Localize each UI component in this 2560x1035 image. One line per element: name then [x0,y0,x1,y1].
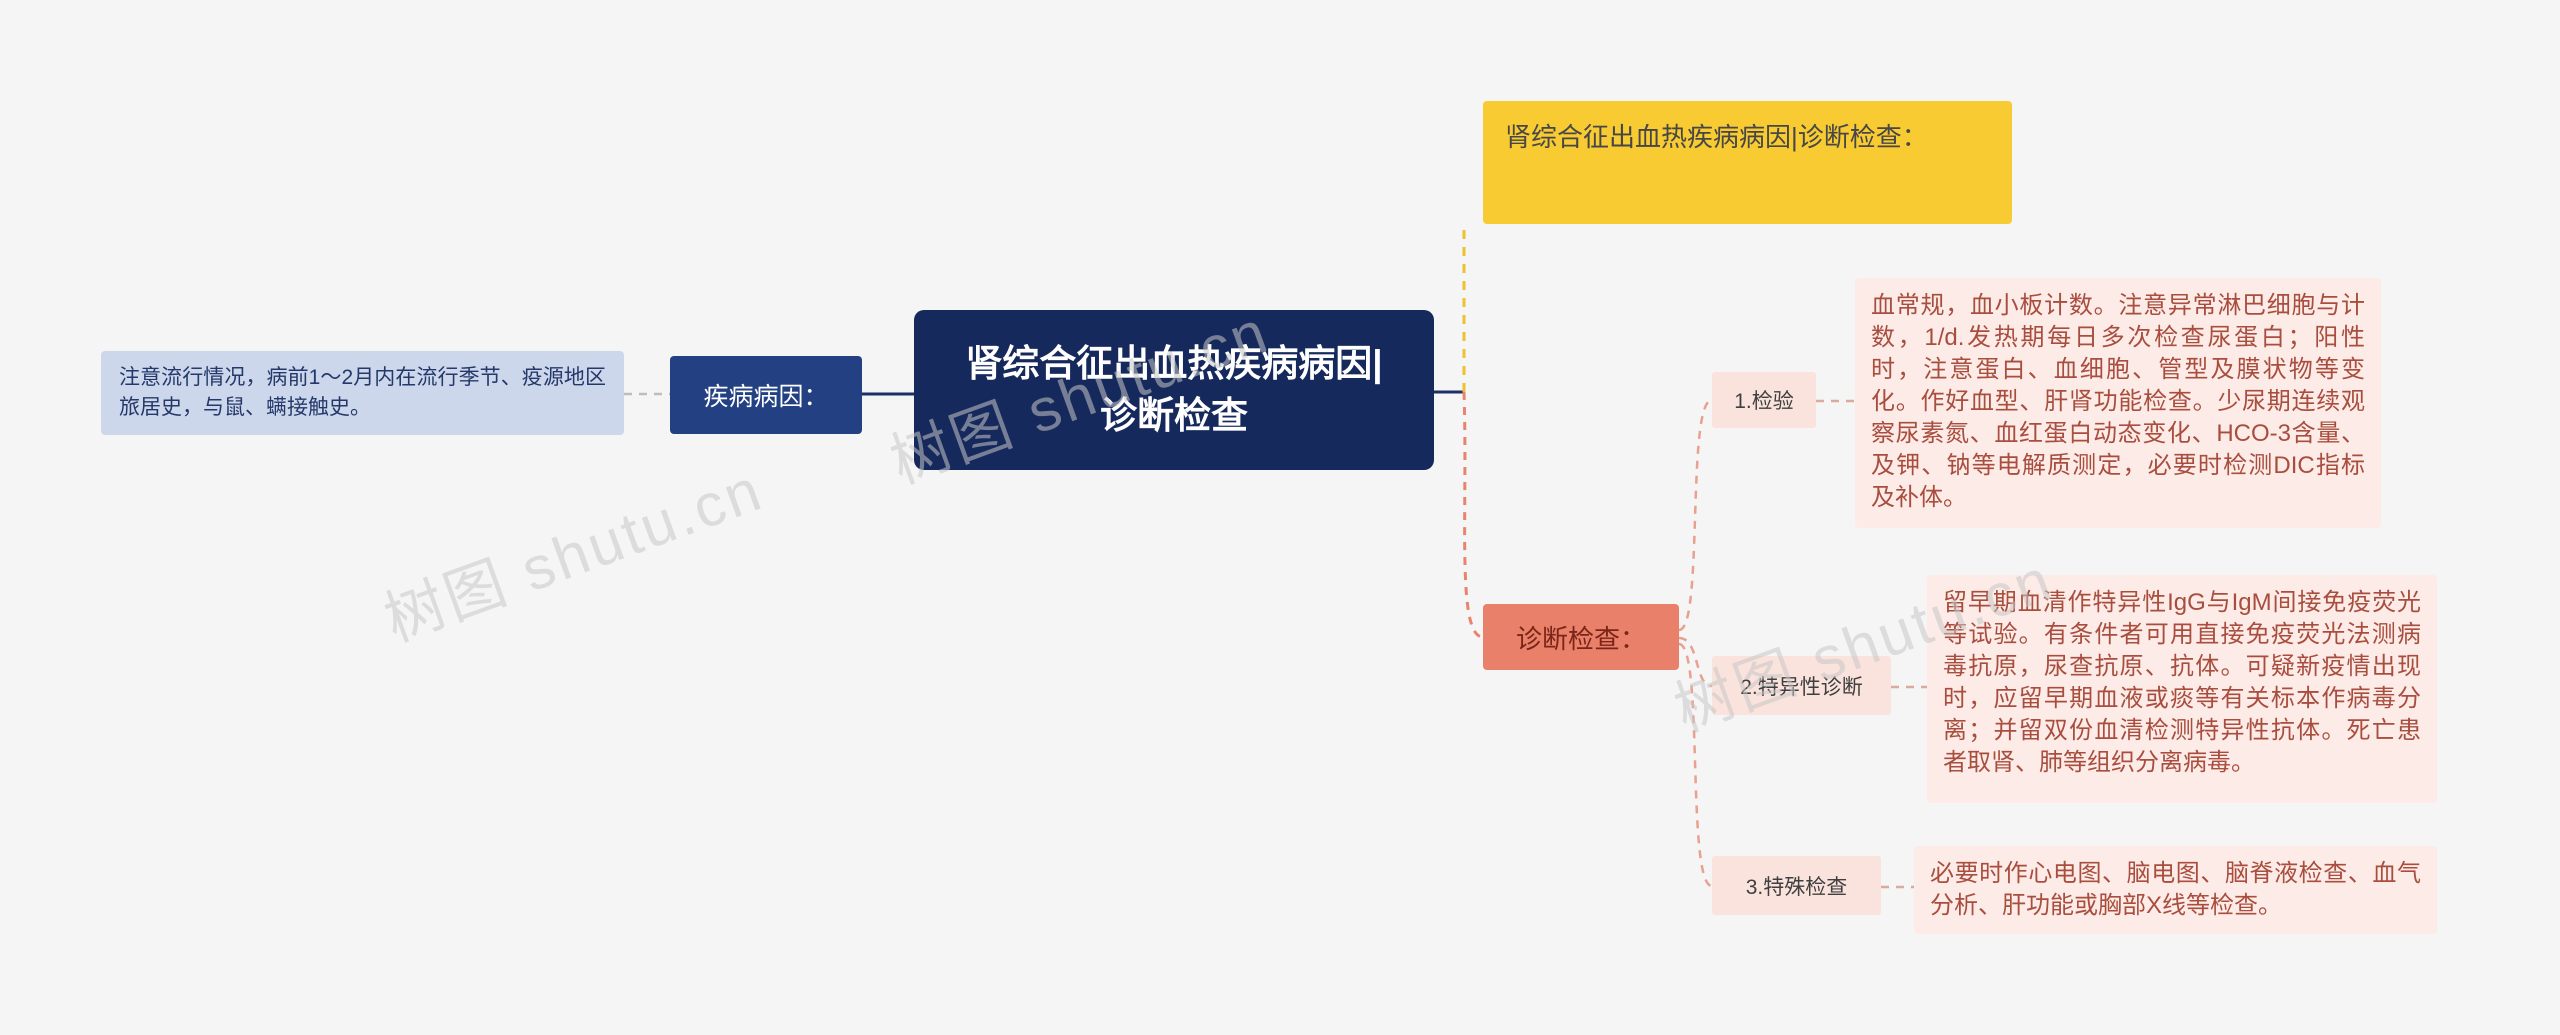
diagnosis-node[interactable]: 诊断检查： [1483,604,1679,670]
sub-node-lab-test[interactable]: 1.检验 [1712,372,1816,428]
edge-diagnosis-to-sub1 [1678,398,1713,632]
left-detail-node[interactable]: 注意流行情况，病前1～2月内在流行季节、疫源地区旅居史，与鼠、螨接触史。 [101,351,624,435]
detail-node-lab-test[interactable]: 血常规，血小板计数。注意异常淋巴细胞与计数，1/d.发热期每日多次检查尿蛋白；阳… [1855,278,2381,528]
sub-node-special-exam[interactable]: 3.特殊检查 [1712,856,1881,915]
edge-diagnosis-to-sub2 [1678,636,1713,688]
edge-diagnosis-to-sub3 [1678,642,1713,888]
detail-node-special-exam[interactable]: 必要时作心电图、脑电图、脑脊液检查、血气分析、肝功能或胸部X线等检查。 [1914,846,2437,934]
cause-node[interactable]: 疾病病因： [670,356,862,434]
detail-node-specific-diagnosis[interactable]: 留早期血清作特异性IgG与IgM间接免疫荧光等试验。有条件者可用直接免疫荧光法测… [1927,575,2437,803]
top-note-node[interactable]: 肾综合征出血热疾病病因|诊断检查： [1483,101,2012,224]
watermark: 树图 shutu.cn [375,455,772,654]
root-node[interactable]: 肾综合征出血热疾病病因|诊断检查 [914,310,1434,470]
edge-root-to-diagnosis [1462,391,1484,639]
sub-node-specific-diagnosis[interactable]: 2.特异性诊断 [1712,656,1891,715]
